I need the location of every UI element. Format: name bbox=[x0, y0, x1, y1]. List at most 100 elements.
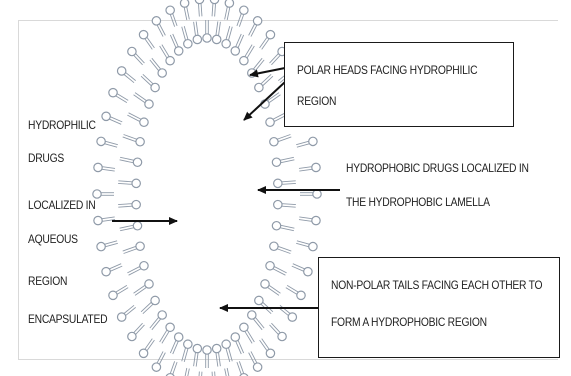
lipid-tail bbox=[245, 332, 252, 344]
phospholipid-outer bbox=[237, 6, 248, 27]
phospholipid-inner bbox=[134, 93, 154, 109]
phospholipid-outer bbox=[210, 0, 218, 17]
lipid-tail bbox=[282, 204, 296, 205]
lipid-tail bbox=[117, 288, 128, 295]
lipid-tail bbox=[162, 332, 169, 344]
phospholipid-inner bbox=[193, 344, 201, 366]
phospholipid-outer bbox=[166, 361, 177, 376]
phospholipid-inner bbox=[222, 340, 232, 362]
lipid-tail bbox=[280, 228, 294, 231]
lipid-tail bbox=[281, 225, 295, 228]
phospholipid-inner bbox=[212, 344, 220, 366]
lipid-tail bbox=[287, 285, 298, 292]
lipid-head bbox=[274, 179, 282, 187]
lipid-head bbox=[102, 267, 110, 275]
phospholipid-outer bbox=[139, 339, 154, 358]
lipid-tail bbox=[282, 206, 296, 207]
lipid-tail bbox=[147, 340, 154, 350]
phospholipid-inner bbox=[231, 34, 244, 55]
lipid-head bbox=[193, 344, 201, 352]
phospholipid-outer bbox=[210, 372, 218, 376]
phospholipid-inner bbox=[118, 200, 140, 208]
lipid-tail bbox=[212, 4, 213, 17]
phospholipid-outer bbox=[249, 351, 262, 371]
lipid-tail bbox=[227, 7, 230, 20]
arrow-polar-heads-lower bbox=[244, 82, 285, 120]
phospholipid-outer bbox=[270, 323, 287, 341]
lipid-tail bbox=[201, 4, 202, 17]
lipid-tail bbox=[120, 228, 134, 231]
phospholipid-outer bbox=[237, 361, 248, 376]
phospholipid-outer bbox=[117, 67, 135, 83]
lipid-tail bbox=[219, 353, 221, 367]
phospholipid-inner bbox=[141, 296, 159, 313]
lipid-head bbox=[97, 242, 105, 250]
lipid-tail bbox=[109, 119, 121, 124]
lipid-tail bbox=[212, 372, 213, 376]
lipid-head bbox=[166, 6, 174, 14]
lipid-tail bbox=[273, 269, 285, 275]
phospholipid-outer bbox=[299, 163, 320, 171]
lipid-head bbox=[94, 216, 102, 224]
lipid-head bbox=[272, 222, 280, 230]
lipid-tail bbox=[173, 341, 179, 354]
phospholipid-outer bbox=[296, 241, 317, 251]
phospholipid-inner bbox=[118, 179, 140, 187]
phospholipid-outer bbox=[166, 6, 177, 27]
lipid-tail bbox=[120, 157, 134, 160]
phospholipid-inner bbox=[123, 135, 145, 146]
lipid-head bbox=[309, 137, 317, 145]
lipid-tail bbox=[282, 181, 296, 182]
lipid-head bbox=[175, 47, 183, 55]
phospholipid-outer bbox=[292, 264, 312, 276]
lipid-head bbox=[210, 0, 218, 4]
lipid-head bbox=[240, 323, 248, 331]
lipid-tail bbox=[247, 330, 254, 342]
lipid-tail bbox=[292, 266, 304, 271]
lipid-tail bbox=[198, 4, 199, 17]
lipid-tail bbox=[196, 353, 198, 367]
lipid-head bbox=[175, 333, 183, 341]
phospholipid-inner bbox=[127, 262, 148, 276]
phospholipid-outer bbox=[97, 137, 118, 147]
phospholipid-inner bbox=[255, 296, 273, 313]
lipid-tail bbox=[118, 206, 132, 207]
lipid-head bbox=[312, 163, 320, 171]
lipid-head bbox=[145, 280, 153, 288]
lipid-tail bbox=[109, 264, 121, 269]
lipid-tail bbox=[227, 368, 230, 376]
phospholipid-outer bbox=[195, 0, 203, 17]
lipid-head bbox=[270, 138, 278, 146]
lipid-tail bbox=[187, 369, 190, 376]
phospholipid-inner bbox=[120, 222, 142, 231]
lipid-head bbox=[225, 0, 233, 7]
phospholipid-outer bbox=[260, 339, 275, 358]
phospholipid-inner bbox=[123, 242, 145, 253]
phospholipid-inner bbox=[274, 200, 296, 208]
phospholipid-outer bbox=[300, 190, 321, 198]
phospholipid-inner bbox=[150, 58, 167, 77]
lipid-head bbox=[139, 30, 147, 38]
lipid-tail bbox=[145, 39, 152, 49]
lipid-tail bbox=[274, 267, 286, 273]
lipid-head bbox=[266, 118, 274, 126]
lipid-head bbox=[158, 311, 166, 319]
lipid-tail bbox=[198, 372, 199, 376]
lipid-head bbox=[136, 138, 144, 146]
lipid-head bbox=[297, 291, 305, 299]
lipid-tail bbox=[170, 340, 176, 353]
lipid-head bbox=[102, 112, 110, 120]
lipid-tail bbox=[118, 183, 132, 184]
lipid-tail bbox=[299, 167, 312, 169]
phospholipid-inner bbox=[127, 113, 148, 127]
lipid-tail bbox=[129, 113, 141, 119]
phospholipid-inner bbox=[272, 157, 294, 166]
lipid-tail bbox=[102, 217, 115, 219]
lipid-head bbox=[133, 158, 141, 166]
lipid-head bbox=[136, 242, 144, 250]
nonpolar-tails-label-line2: FORM A HYDROPHOBIC REGION bbox=[331, 316, 487, 328]
lipid-tail bbox=[102, 169, 115, 171]
lipid-tail bbox=[249, 353, 255, 364]
lipid-head bbox=[278, 332, 286, 340]
phospholipid-inner bbox=[240, 45, 255, 65]
